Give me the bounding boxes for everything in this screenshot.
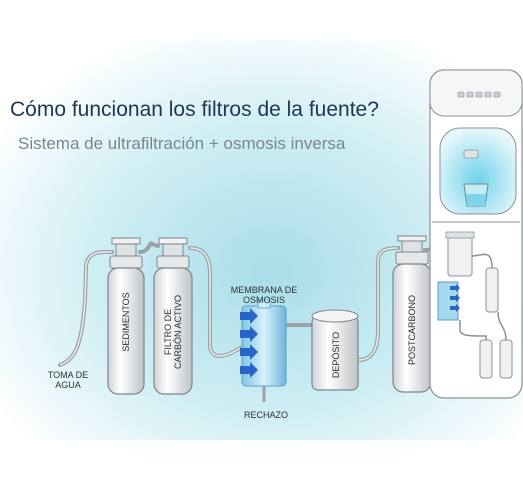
carbon-filter-label: FILTRO DE CARBÓN ACTIVO (163, 295, 183, 369)
page-subtitle: Sistema de ultrafiltración + osmosis inv… (18, 134, 346, 153)
membrane-label-line2: OSMOSIS (242, 295, 286, 305)
postcarbon-filter (392, 235, 432, 393)
postcarbon-filter-label: POSTCARBONO (407, 294, 417, 366)
sediment-filter (107, 237, 145, 395)
storage-tank (311, 309, 359, 391)
indicator-light-icon (457, 91, 501, 98)
storage-tank-label: DEPÓSITO (331, 331, 341, 379)
inlet-label-line2: AGUA (55, 380, 81, 390)
water-glass-icon (463, 183, 489, 207)
carbon-filter-label-line1: FILTRO DE (163, 308, 173, 356)
membrane-label-line1: MEMBRANA DE (230, 285, 298, 295)
sediment-filter-label: SEDIMENTOS (121, 292, 131, 352)
carbon-filter-label-line2: CARBÓN ACTIVO (173, 294, 183, 370)
page-title: Cómo funcionan los filtros de la fuente? (10, 98, 379, 121)
inlet-label: TOMA DE AGUA (48, 370, 88, 390)
flow-arrow-icon (240, 308, 258, 378)
membrane-label: MEMBRANA DE OSMOSIS (231, 285, 298, 305)
inlet-label-line1: TOMA DE (47, 370, 89, 380)
water-dispenser (429, 69, 523, 399)
reject-label: RECHAZO (243, 410, 289, 420)
carbon-filter (153, 237, 193, 395)
